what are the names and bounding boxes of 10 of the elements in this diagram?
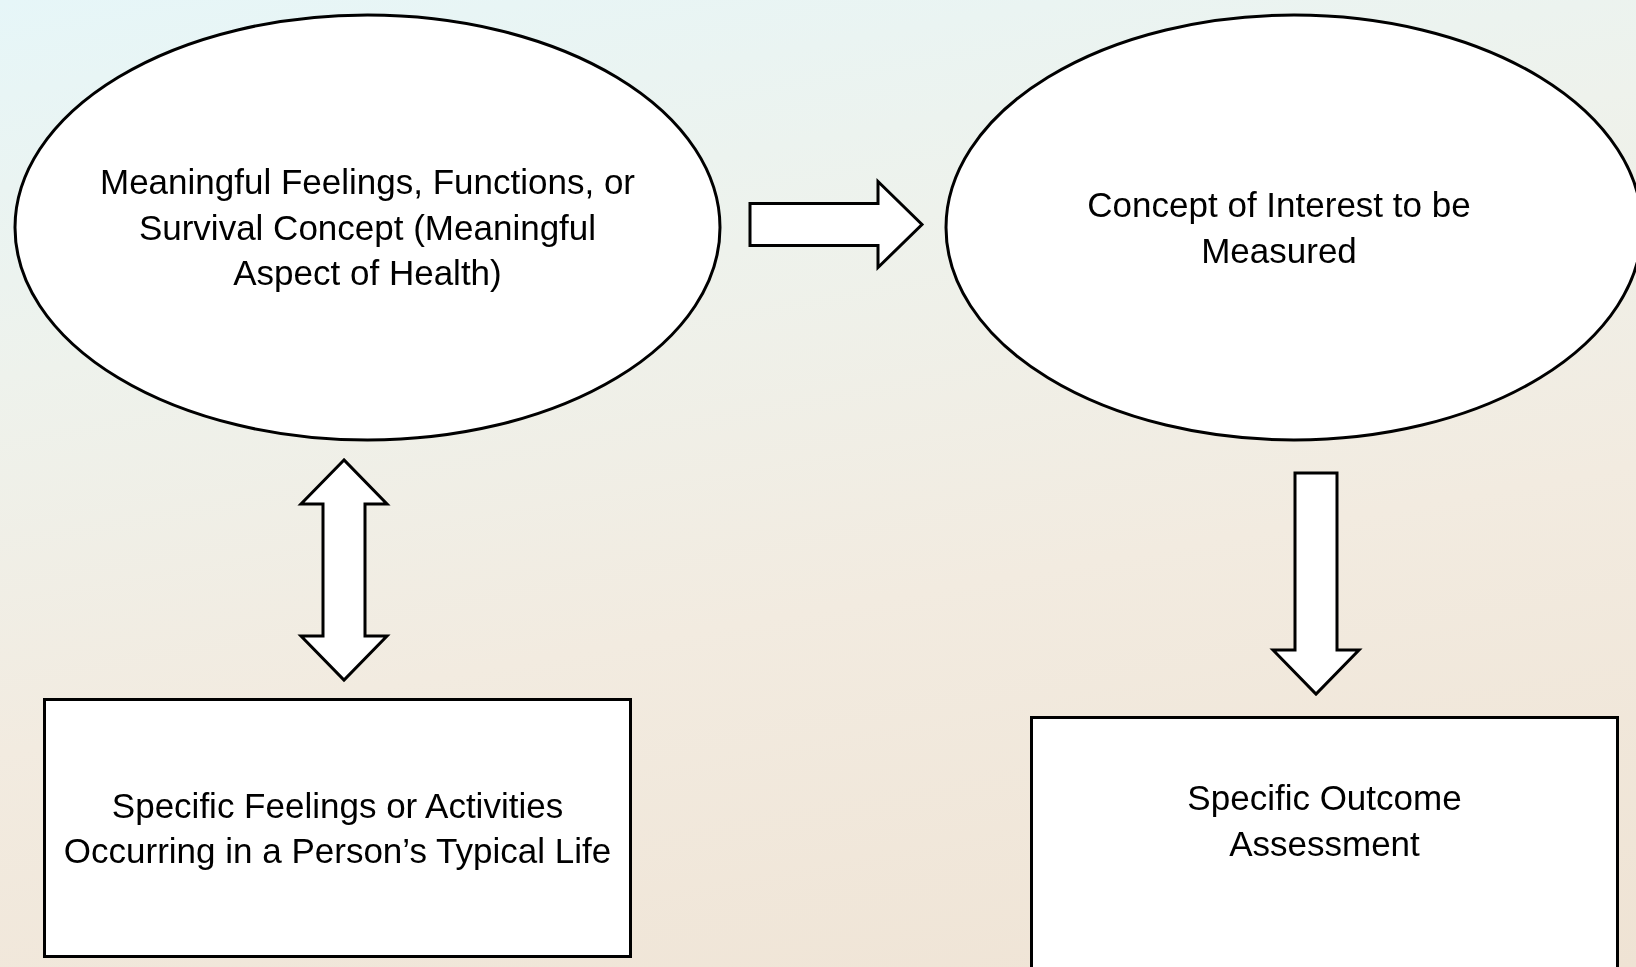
- process-box: [1030, 716, 1619, 967]
- block-arrow: [1269, 471, 1363, 697]
- concept-ellipse: [13, 13, 722, 442]
- block-arrow: [748, 177, 925, 272]
- process-box: [43, 698, 632, 958]
- node-text: Specific Feelings or Activities Occurring in a Person’s Typical Life: [62, 784, 613, 872]
- block-arrow: [297, 457, 391, 683]
- node-text: Specific Outcome Assessment: [1186, 777, 1463, 865]
- node-text: Concept of Interest to be Measured: [1086, 184, 1472, 272]
- node-text: Meaningful Feelings, Functions, or Survival Concept (Meaningful Aspect of Health): [99, 161, 636, 295]
